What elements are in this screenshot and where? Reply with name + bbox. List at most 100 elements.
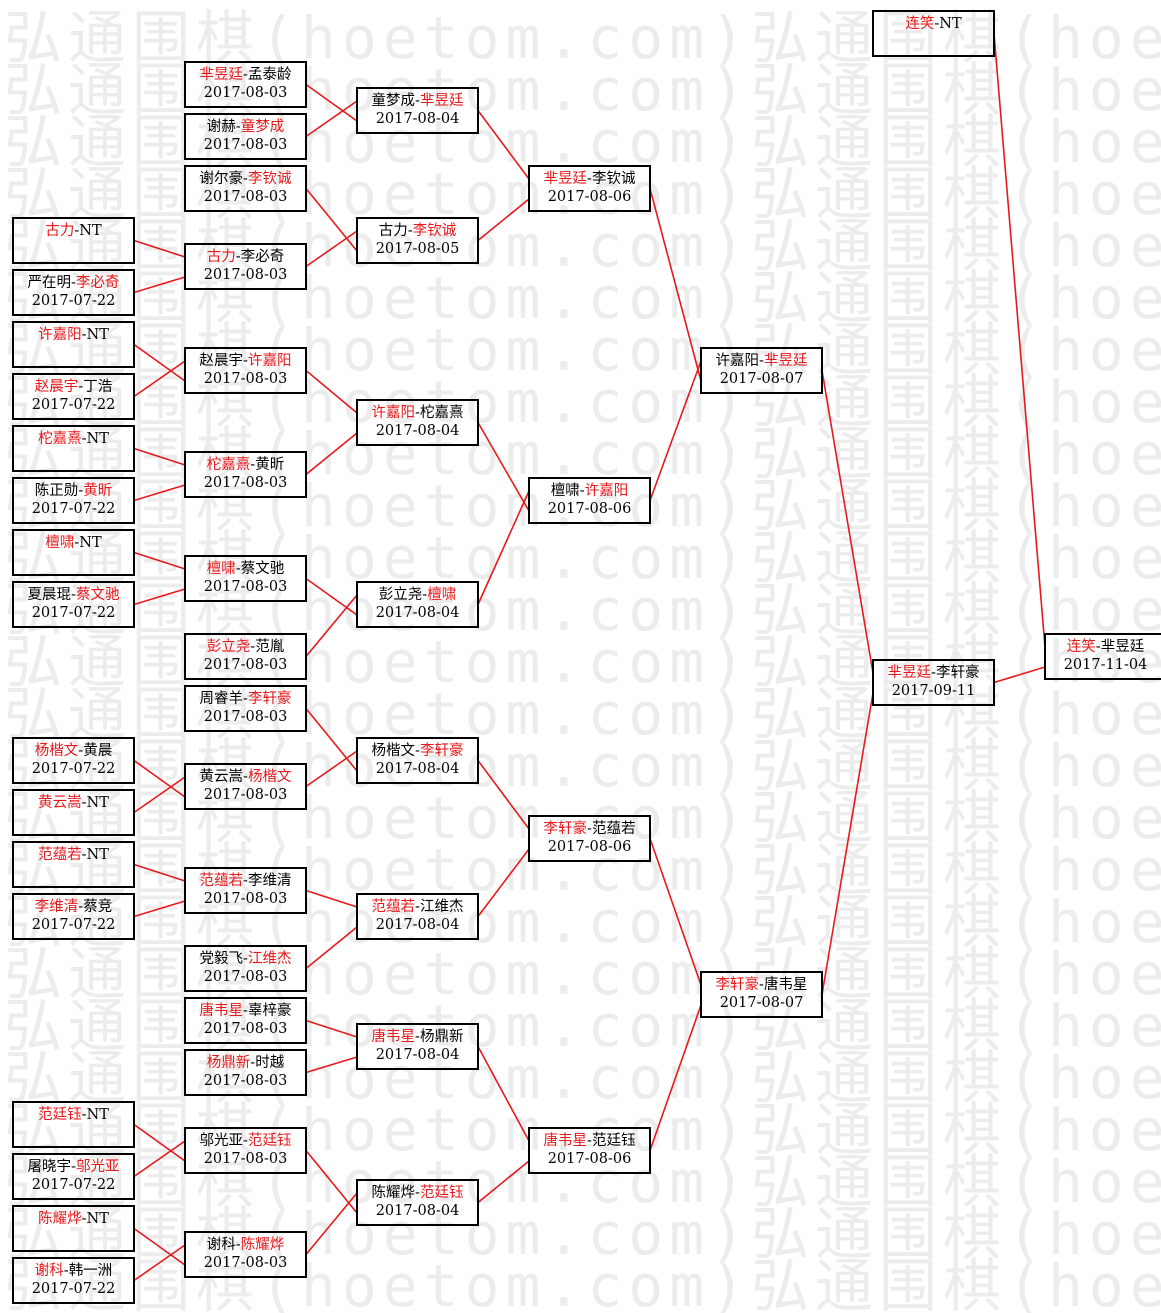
separator: - xyxy=(415,743,420,759)
separator: - xyxy=(71,587,76,603)
separator: - xyxy=(243,951,248,967)
match-players: 周睿羊-李轩豪 xyxy=(186,690,305,708)
bracket-connector xyxy=(821,692,874,995)
match-players: 檀啸-NT xyxy=(14,534,133,552)
match-date: 2017-08-03 xyxy=(203,657,288,673)
match-players: 范廷钰-NT xyxy=(14,1106,133,1124)
bracket-connector xyxy=(305,1149,358,1214)
player-a: 彭立尧 xyxy=(206,639,251,655)
separator: - xyxy=(243,1133,248,1149)
match-date: 2017-08-03 xyxy=(203,1073,288,1089)
player-b: 李维清 xyxy=(247,873,292,889)
player-a: 唐韦星 xyxy=(199,1003,244,1019)
player-b: 丁浩 xyxy=(83,379,113,395)
match-players: 李维清-蔡竞 xyxy=(14,898,133,916)
match-players: 赵晨宇-许嘉阳 xyxy=(186,352,305,370)
match-date: 2017-11-04 xyxy=(1063,657,1148,673)
separator: - xyxy=(250,1055,256,1071)
match-box: 陈耀烨-NT xyxy=(12,1205,135,1252)
separator: - xyxy=(934,16,940,32)
player-a: 檀啸 xyxy=(206,561,236,577)
separator: - xyxy=(78,743,84,759)
match-date: 2017-07-22 xyxy=(31,917,116,933)
bracket-connector xyxy=(305,100,358,138)
match-players: 芈昱廷-孟泰龄 xyxy=(186,66,305,84)
player-a: 古力 xyxy=(45,223,75,239)
match-players: 童梦成-芈昱廷 xyxy=(358,92,477,110)
player-a: 陈正勋 xyxy=(34,483,79,499)
player-b: 李钦诚 xyxy=(412,223,457,239)
bracket-connector xyxy=(133,776,186,814)
match-players: 屠晓宇-邬光亚 xyxy=(14,1158,133,1176)
bracket-connector xyxy=(477,760,530,830)
match-players: 赵晨宇-丁浩 xyxy=(14,378,133,396)
separator: - xyxy=(81,795,87,811)
match-players: 芈昱廷-李钦诚 xyxy=(530,170,649,188)
separator: - xyxy=(415,1029,420,1045)
player-b: 芈昱廷 xyxy=(1100,639,1145,655)
player-b: 辜梓豪 xyxy=(247,1003,292,1019)
separator: - xyxy=(243,691,248,707)
separator: - xyxy=(71,1159,76,1175)
player-a: 古力 xyxy=(378,223,408,239)
match-players: 谢科-陈耀烨 xyxy=(186,1236,305,1254)
separator: - xyxy=(243,873,248,889)
separator: - xyxy=(78,483,84,499)
match-date: 2017-08-03 xyxy=(203,85,288,101)
player-a: 杨楷文 xyxy=(371,743,416,759)
bracket-connector xyxy=(305,750,358,788)
bracket-connector xyxy=(133,1227,186,1266)
bracket-connector xyxy=(477,198,530,242)
separator: - xyxy=(235,249,241,265)
separator: - xyxy=(250,639,256,655)
player-a: 童梦成 xyxy=(371,93,416,109)
match-players: 杨楷文-黄晨 xyxy=(14,742,133,760)
match-box: 许嘉阳-NT xyxy=(12,321,135,368)
player-a: 赵晨宇 xyxy=(34,379,79,395)
separator: - xyxy=(587,1133,592,1149)
match-date: 2017-09-11 xyxy=(891,683,976,699)
player-a: 屠晓宇 xyxy=(27,1159,72,1175)
match-date: 2017-08-03 xyxy=(203,709,288,725)
player-b: 李钦诚 xyxy=(247,171,292,187)
player-b: 李轩豪 xyxy=(419,743,464,759)
bracket-connector xyxy=(305,577,358,616)
bracket-connector xyxy=(305,83,358,122)
bracket-connector xyxy=(305,889,358,908)
bracket-connector xyxy=(133,360,186,398)
player-b: NT xyxy=(86,431,109,447)
match-date: 2017-08-07 xyxy=(719,995,804,1011)
player-a: 芈昱廷 xyxy=(887,665,932,681)
player-b: 李必奇 xyxy=(75,275,120,291)
match-players: 范蕴若-NT xyxy=(14,846,133,864)
match-date: 2017-07-22 xyxy=(31,605,116,621)
separator: - xyxy=(78,899,84,915)
match-players: 杨鼎新-时越 xyxy=(186,1054,305,1072)
player-a: 黄云嵩 xyxy=(38,795,82,811)
player-b: 范廷钰 xyxy=(419,1185,464,1201)
match-date: 2017-08-04 xyxy=(375,605,460,621)
bracket-connector xyxy=(649,188,702,382)
separator: - xyxy=(1095,639,1101,655)
bracket-connector xyxy=(133,900,186,918)
match-players: 范蕴若-江维杰 xyxy=(358,898,477,916)
match-date: 2017-08-03 xyxy=(203,1255,288,1271)
match-date: 2017-08-04 xyxy=(375,761,460,777)
match-date: 2017-07-22 xyxy=(31,761,116,777)
match-players: 古力-NT xyxy=(14,222,133,240)
match-players: 严在明-李必奇 xyxy=(14,274,133,292)
player-b: 孟泰龄 xyxy=(247,67,292,83)
player-b: 杨楷文 xyxy=(247,769,292,785)
player-b: 范廷钰 xyxy=(247,1133,292,1149)
bracket-connector xyxy=(305,707,358,772)
player-a: 唐韦星 xyxy=(371,1029,416,1045)
